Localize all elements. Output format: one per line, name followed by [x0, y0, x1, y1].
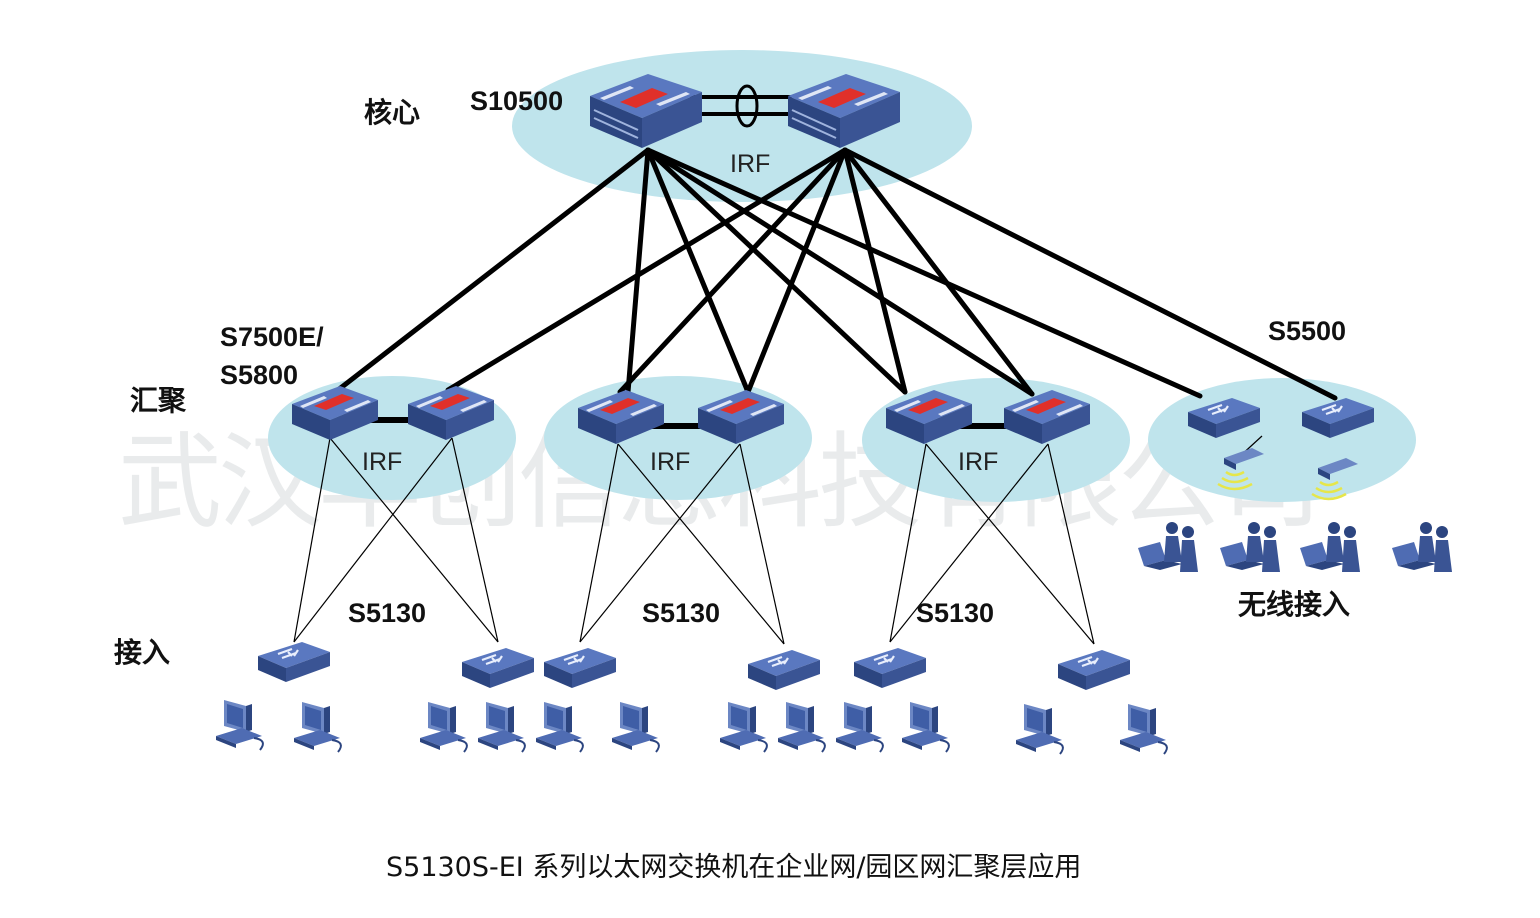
access-switch-1	[256, 640, 332, 684]
wireless-user-4	[1392, 522, 1452, 572]
access-links	[293, 435, 1263, 645]
pc-12	[1119, 703, 1168, 755]
access-device-label-1: S5130	[348, 598, 426, 628]
agg-device-label-line1: S7500E/	[220, 322, 324, 352]
access-switch-2	[460, 646, 536, 690]
tier-label-aggregation: 汇聚	[130, 384, 187, 417]
irf-label-agg-2: IRF	[650, 448, 690, 476]
irf-label-core: IRF	[730, 150, 770, 178]
agg-device-label-line2: S5800	[220, 360, 298, 390]
access-switch-5	[852, 646, 928, 690]
agg-irf-ellipse-3	[862, 378, 1130, 502]
access-switch-3	[542, 646, 618, 690]
pc-9	[835, 701, 884, 753]
tier-label-access: 接入	[114, 636, 170, 669]
pc-1	[215, 699, 264, 751]
irf-label-agg-1: IRF	[362, 448, 402, 476]
access-device-label-3: S5130	[916, 598, 994, 628]
core-uplinks	[335, 147, 1338, 401]
s5500-device-label: S5500	[1268, 316, 1346, 346]
pc-8	[777, 701, 826, 753]
s5500-ellipse	[1148, 378, 1416, 502]
pc-4	[477, 701, 526, 753]
wireless-access-label: 无线接入	[1238, 588, 1350, 621]
access-switch-4	[746, 648, 822, 692]
figure-caption: S5130S-EI 系列以太网交换机在企业网/园区网汇聚层应用	[386, 852, 1081, 883]
pc-2	[293, 701, 342, 753]
agg-device-label: S7500E/ S5800	[220, 322, 331, 390]
tier-label-core: 核心	[364, 96, 420, 129]
agg-irf-ellipse-2	[544, 376, 812, 500]
pc-10	[901, 701, 950, 753]
pc-7	[719, 701, 768, 753]
pc-5	[535, 701, 584, 753]
core-irf-link	[690, 84, 792, 128]
core-device-label: S10500	[470, 86, 563, 116]
pc-3	[419, 701, 468, 753]
access-device-label-2: S5130	[642, 598, 720, 628]
access-switch-6	[1056, 648, 1132, 692]
pc-11	[1015, 703, 1064, 755]
pc-6	[611, 701, 660, 753]
irf-label-agg-3: IRF	[958, 448, 998, 476]
